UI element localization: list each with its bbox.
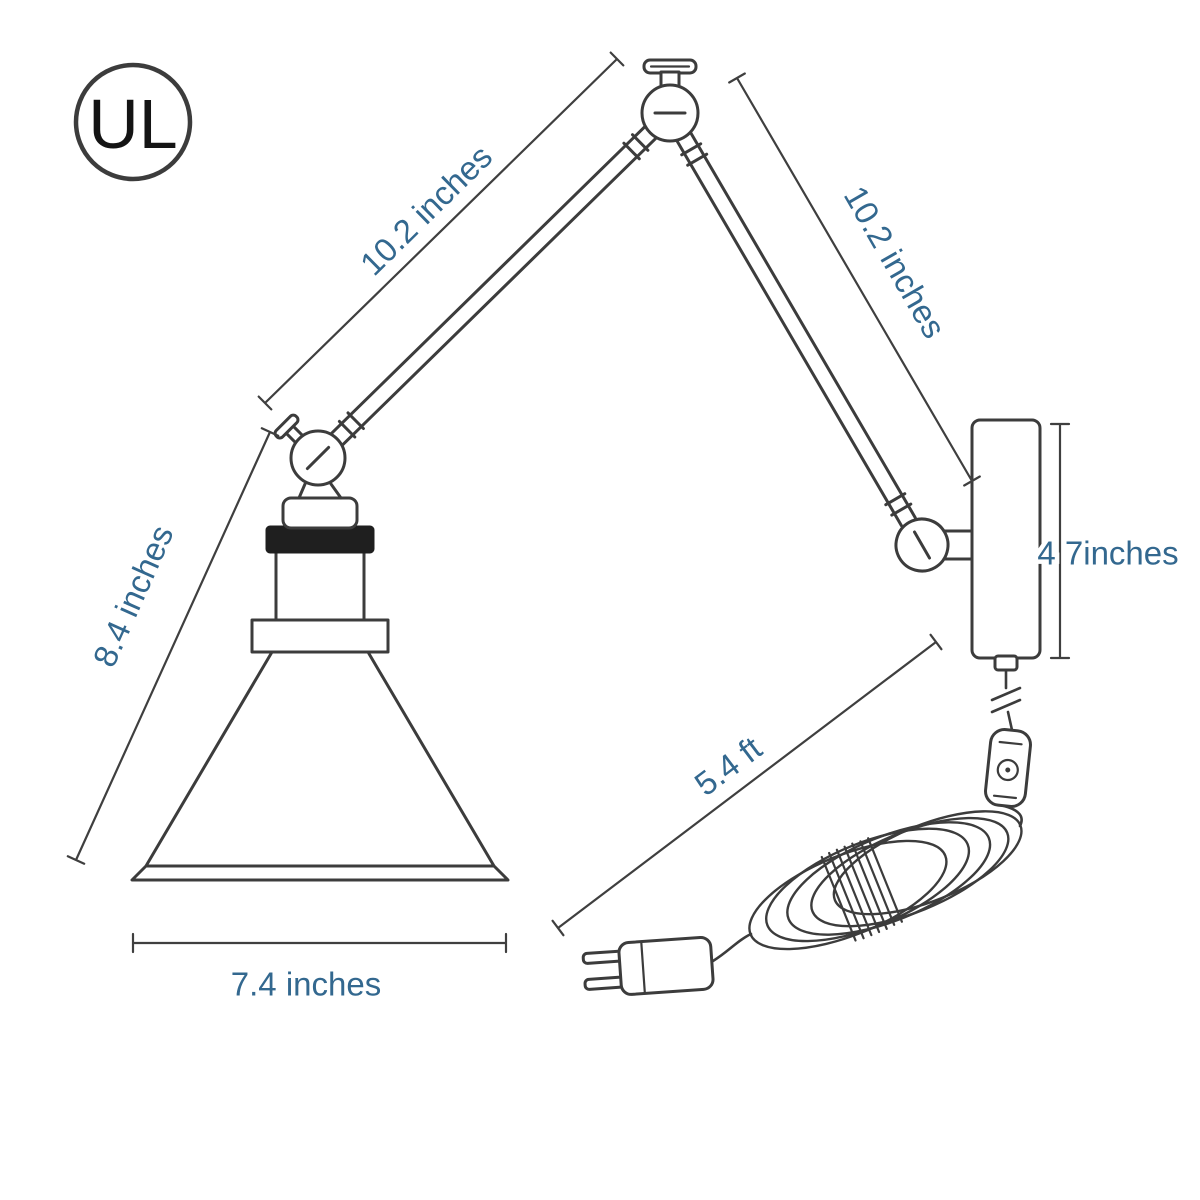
plug-prong-bottom [583,975,625,991]
cord-to-plug [711,932,753,963]
dim-label-arm-lower: 10.2 inches [837,180,953,345]
dim-line-shade-width [131,932,508,954]
switch-detail-lines [992,740,1023,800]
wall-mount [942,418,1042,672]
elbow-joint [640,58,700,143]
socket-cap [281,496,359,530]
plug-body [617,935,715,996]
shade-cone [130,650,510,882]
dim-line-cord-length [551,633,943,937]
socket-neck [297,482,343,500]
power-cord [581,668,1032,996]
dim-label-cord-length: 5.4 ft [688,729,769,803]
power-plug [581,935,715,996]
dim-label-backplate-height: 4 7inches [1037,535,1178,572]
wall-joint-slot [913,530,931,560]
joint-screw-cap [273,413,300,440]
switch-wheel [996,758,1019,782]
coil-wrap [820,837,903,942]
dim-line-backplate-height [1049,422,1071,660]
inline-switch [984,728,1032,808]
arm-segment-2 [675,131,917,528]
dim-line-lamp-height [66,427,280,865]
wall-swivel-joint [894,517,950,573]
coil-loop [748,839,948,951]
lamp-swivel-joint [273,413,347,487]
dim-line-arm-lower [728,72,981,487]
lamp [130,413,510,882]
socket-ring [265,525,375,554]
plug-face-line [640,940,646,995]
mount-connector [942,529,974,561]
cord-upper-with-break [990,668,1022,732]
dim-label-shade-width: 7.4 inches [231,966,381,1003]
cord-exit [993,654,1019,672]
plug-prong-top [581,949,623,965]
ul-text: UL [88,85,177,163]
coil-loop [786,821,992,936]
coil-loop [832,810,1023,916]
joint-slot [305,445,331,471]
ul-circle [73,62,193,182]
wall-backplate [970,418,1042,660]
swing-arm [330,58,950,573]
shade-holder-plate [250,618,390,654]
arm-segment-1 [330,125,658,447]
coil-loop [764,827,971,943]
cord-coil [748,810,1023,951]
dim-line-arm-upper [257,51,625,411]
dim-label-arm-upper: 10.2 inches [353,138,499,283]
dim-label-lamp-height: 8.4 inches [86,520,181,672]
socket-body [274,550,366,622]
switch-wheel-dot [1005,767,1011,773]
ul-logo: UL [73,62,193,182]
